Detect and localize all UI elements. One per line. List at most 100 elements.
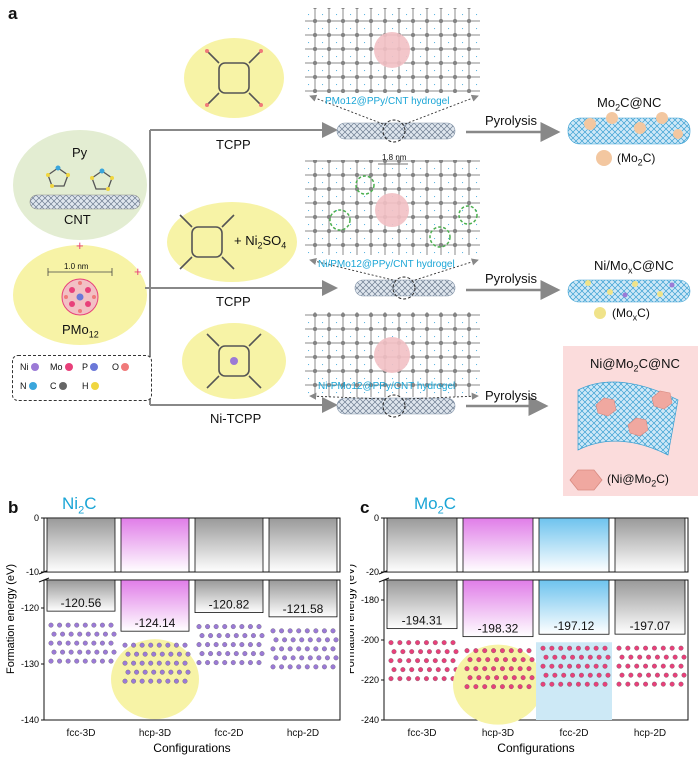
lattice-atom <box>476 657 482 663</box>
lattice-atom <box>321 628 327 634</box>
lattice-atom <box>432 658 438 664</box>
y-tick-label: -200 <box>361 635 379 645</box>
lattice-atom <box>549 681 555 687</box>
lattice-atom <box>678 645 684 651</box>
value-label-fcc-2D: -197.12 <box>554 619 595 633</box>
lattice-atom <box>482 684 488 690</box>
lattice-atom <box>287 628 293 634</box>
route3-reagent: Ni-TCPP <box>210 411 262 426</box>
lattice-atom <box>330 646 336 652</box>
lattice-atom <box>131 642 137 648</box>
route1-step-label: Pyrolysis <box>485 113 538 128</box>
lattice-atom <box>208 633 214 639</box>
pmo12-cluster-icon <box>47 268 113 316</box>
lattice-atom <box>643 663 649 669</box>
lattice-atom <box>549 645 555 651</box>
lattice-atom <box>139 678 145 684</box>
lattice-atom <box>159 669 165 675</box>
lattice-atom <box>561 654 567 660</box>
x-tick-hcp-2D: hcp-2D <box>634 728 666 739</box>
lattice-atom <box>587 654 593 660</box>
lattice-atom <box>409 649 415 655</box>
lattice-atom <box>330 664 336 670</box>
x-tick-hcp-3D: hcp-3D <box>482 728 514 739</box>
lattice-atom <box>102 631 108 637</box>
lattice-atom <box>313 646 319 652</box>
lattice-atom <box>616 645 622 651</box>
bar-fcc-3D <box>46 579 116 612</box>
lattice-atom <box>678 663 684 669</box>
lattice-atom <box>593 681 599 687</box>
bar-upper-hcp-2D <box>268 517 338 573</box>
lattice-atom <box>82 622 88 628</box>
route1-reagent: TCPP <box>216 137 251 152</box>
lattice-atom <box>526 666 532 672</box>
lattice-atom <box>108 658 114 664</box>
bar-fcc-2D <box>194 579 264 613</box>
lattice-atom <box>511 657 517 663</box>
lattice-atom <box>270 664 276 670</box>
route1-product-note: (Mo2C) <box>617 151 656 168</box>
lattice-atom <box>324 655 330 661</box>
y-axis-label: Formation energy (eV) <box>5 564 17 674</box>
lattice-atom <box>543 654 549 660</box>
cnt-icon <box>29 194 141 210</box>
x-tick-fcc-2D: fcc-2D <box>215 728 244 739</box>
x-axis-label: Configurations <box>497 741 574 755</box>
lattice-atom <box>279 646 285 652</box>
lattice-atom <box>464 684 470 690</box>
lattice-atom <box>415 658 421 664</box>
highlight-bubble <box>453 644 543 725</box>
panel-c-label: c <box>360 498 370 517</box>
y-tick-label: 0 <box>374 513 379 523</box>
lattice-atom <box>60 649 66 655</box>
lattice-atom <box>122 660 128 666</box>
lattice-atom <box>391 667 397 673</box>
legend-item-o: O <box>112 362 130 372</box>
lattice-atom <box>464 666 470 672</box>
lattice-atom <box>391 649 397 655</box>
lattice-atom <box>616 663 622 669</box>
lattice-atom <box>494 657 500 663</box>
lattice-atom <box>142 651 148 657</box>
lattice-atom <box>508 684 514 690</box>
lattice-atom <box>552 654 558 660</box>
lattice-atom <box>529 675 535 681</box>
lattice-atom <box>517 648 523 654</box>
lattice-atom <box>85 631 91 637</box>
lattice-atom <box>282 655 288 661</box>
lattice-atom <box>122 678 128 684</box>
lattice-atom <box>176 651 182 657</box>
lattice-atom <box>491 666 497 672</box>
x-axis-label: Configurations <box>153 741 230 755</box>
x-tick-hcp-2D: hcp-2D <box>287 728 319 739</box>
lattice-atom <box>230 624 236 630</box>
lattice-atom <box>634 663 640 669</box>
lattice-atom <box>299 637 305 643</box>
bar-upper-fcc-2D <box>194 517 264 573</box>
y-tick-label: -140 <box>21 715 39 725</box>
lattice-atom <box>77 649 83 655</box>
legend-item-ni: Ni <box>20 362 39 372</box>
lattice-atom <box>222 624 228 630</box>
lattice-atom <box>464 648 470 654</box>
lattice-atom <box>247 642 253 648</box>
lattice-atom <box>540 663 546 669</box>
lattice-atom <box>663 654 669 660</box>
lattice-atom <box>423 676 429 682</box>
lattice-atom <box>634 645 640 651</box>
lattice-atom <box>596 654 602 660</box>
plus-sign: + <box>76 238 84 253</box>
bar-upper-hcp-3D <box>120 517 190 573</box>
lattice-atom <box>406 640 412 646</box>
lattice-atom <box>388 640 394 646</box>
lattice-atom <box>313 664 319 670</box>
lattice-atom <box>637 654 643 660</box>
lattice-atom <box>131 660 137 666</box>
lattice-atom <box>678 681 684 687</box>
lattice-atom <box>540 681 546 687</box>
bar-upper-fcc-3D <box>46 517 116 573</box>
lattice-atom <box>605 672 611 678</box>
py-molecule-icon <box>46 165 114 191</box>
route2-hydrogel-label: Ni/PMo12@PPy/CNT hydrogel <box>318 259 455 270</box>
